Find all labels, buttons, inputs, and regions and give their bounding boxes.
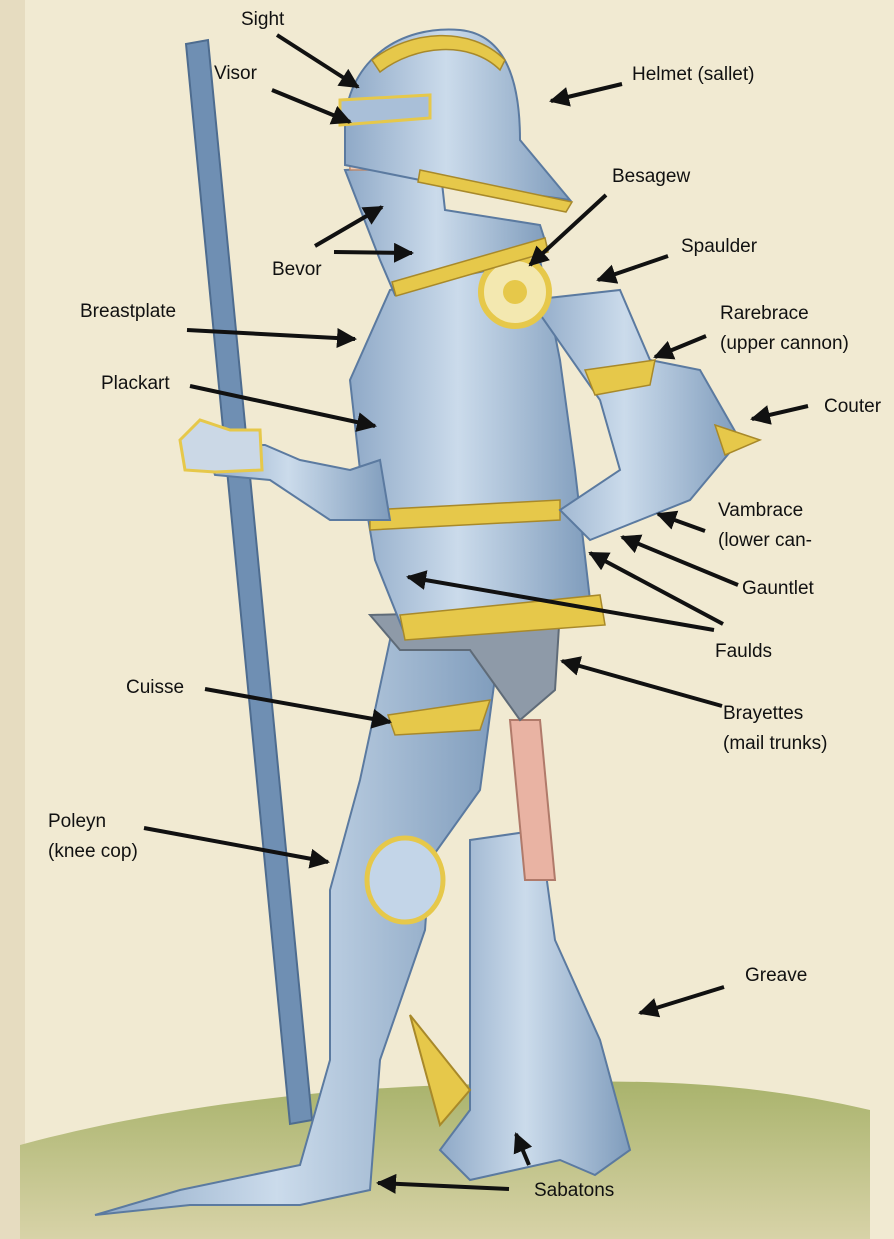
label-bevor: Bevor xyxy=(272,257,322,283)
label-sabatons: Sabatons xyxy=(534,1178,614,1204)
label-rarebrace-line1: Rarebrace xyxy=(720,301,809,327)
label-rarebrace-line2: (upper cannon) xyxy=(720,331,849,357)
label-brayettes-line2: (mail trunks) xyxy=(723,731,828,757)
label-vambrace-line1: Vambrace xyxy=(718,498,803,524)
label-cuisse: Cuisse xyxy=(126,675,184,701)
poleyn-kneecop xyxy=(367,838,443,922)
label-greave: Greave xyxy=(745,963,807,989)
label-visor: Visor xyxy=(214,61,257,87)
label-helmet: Helmet (sallet) xyxy=(632,62,754,88)
arrow-bevor-lower xyxy=(334,252,412,253)
label-gauntlet: Gauntlet xyxy=(742,576,814,602)
label-breastplate: Breastplate xyxy=(80,299,176,325)
label-faulds: Faulds xyxy=(715,639,772,665)
visor xyxy=(340,95,430,125)
besagew-center xyxy=(503,280,527,304)
label-brayettes-line1: Brayettes xyxy=(723,701,803,727)
label-poleyn-line1: Poleyn xyxy=(48,809,106,835)
label-plackart: Plackart xyxy=(101,371,170,397)
label-sight: Sight xyxy=(241,7,284,33)
page-edge-shadow xyxy=(0,0,25,1239)
label-spaulder: Spaulder xyxy=(681,234,757,260)
label-couter: Couter xyxy=(824,394,881,420)
label-besagew: Besagew xyxy=(612,164,690,190)
label-vambrace-line2: (lower can- xyxy=(718,528,812,554)
label-poleyn-line2: (knee cop) xyxy=(48,839,138,865)
